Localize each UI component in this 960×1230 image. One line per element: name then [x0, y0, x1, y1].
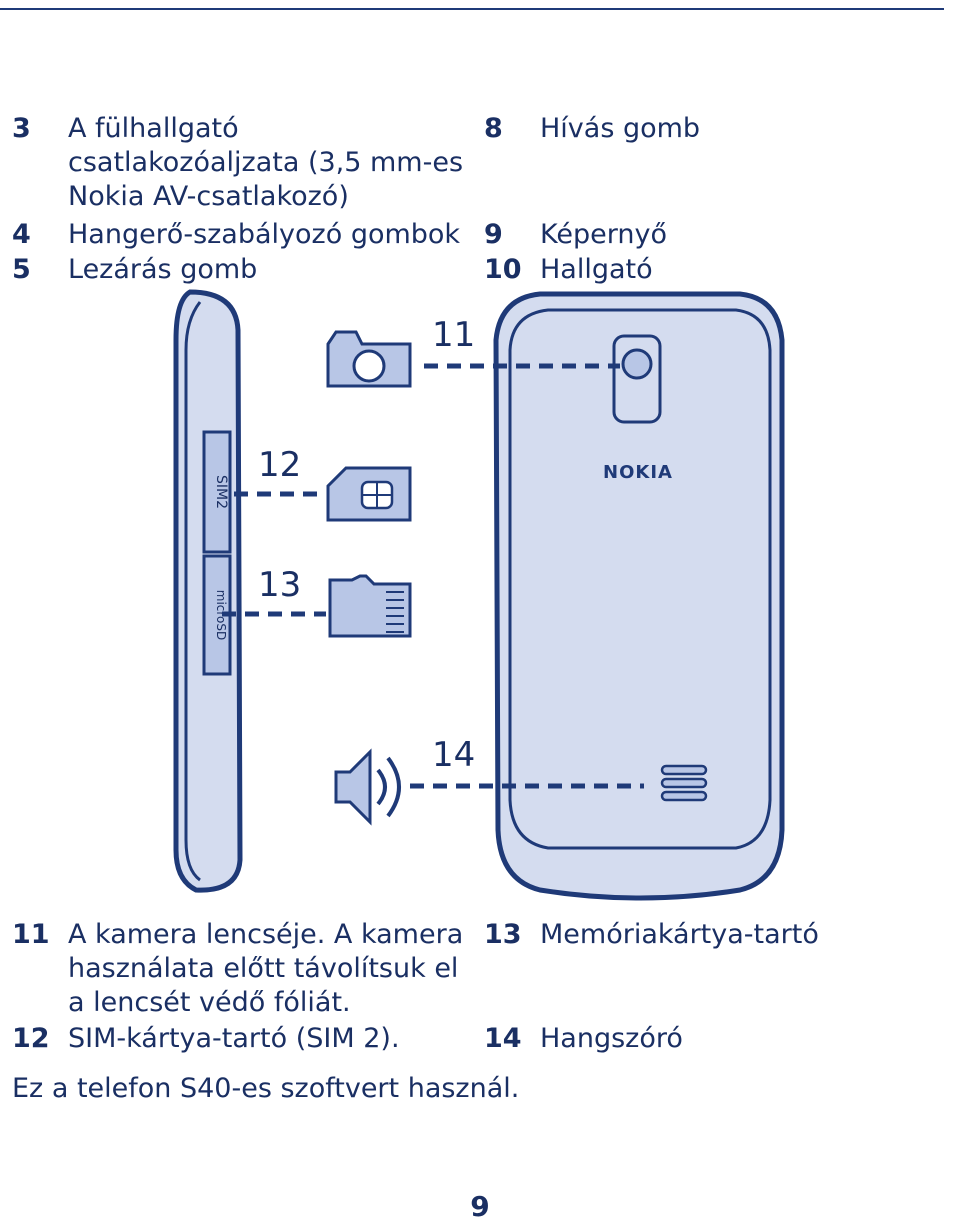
- legend-number: 5: [12, 254, 31, 285]
- legend-item-8: 8 Hívás gomb: [484, 112, 700, 146]
- legend-text: Hangszóró: [540, 1023, 683, 1054]
- legend-text: SIM-kártya-tartó (SIM 2).: [68, 1023, 400, 1054]
- callout-13: 13: [258, 565, 301, 605]
- legend-item-3: 3 A fülhallgató csatlakozóaljzata (3,5 m…: [12, 112, 463, 214]
- legend-text: Hívás gomb: [540, 113, 701, 144]
- legend-text: Lezárás gomb: [68, 254, 258, 285]
- camera-lens-icon: [621, 348, 653, 380]
- legend-number: 4: [12, 219, 31, 250]
- legend-number: 8: [484, 113, 503, 144]
- legend-item-4: 4 Hangerő-szabályozó gombok: [12, 218, 460, 252]
- loudspeaker-icon: [334, 748, 401, 826]
- legend-item-14: 14 Hangszóró: [484, 1022, 683, 1056]
- legend-text: Memóriakártya-tartó: [540, 919, 819, 950]
- legend-item-12: 12 SIM-kártya-tartó (SIM 2).: [12, 1022, 400, 1056]
- camera-icon: [326, 330, 412, 388]
- legend-number: 10: [484, 254, 522, 285]
- microsd-slot-label: microSD: [214, 590, 228, 641]
- legend-item-10: 10 Hallgató: [484, 253, 653, 287]
- legend-item-5: 5 Lezárás gomb: [12, 253, 257, 287]
- microsd-slot: [202, 554, 232, 676]
- callout-14: 14: [432, 735, 475, 775]
- phone-side-view: SIM2 microSD: [173, 289, 243, 893]
- legend-number: 12: [12, 1023, 50, 1054]
- legend-number: 9: [484, 219, 503, 250]
- callout-12: 12: [258, 445, 301, 485]
- legend-number: 3: [12, 113, 31, 144]
- sim-slot-label: SIM2: [213, 475, 229, 509]
- software-note: Ez a telefon S40-es szoftvert használ.: [12, 1073, 520, 1104]
- phone-back-view: NOKIA: [493, 291, 785, 901]
- legend-item-9: 9 Képernyő: [484, 218, 667, 252]
- legend-text: Hallgató: [540, 254, 653, 285]
- legend-text: Hangerő-szabályozó gombok: [68, 219, 461, 250]
- sim-slot: [202, 430, 232, 554]
- legend-text: A kamera lencséje. A kamera használata e…: [68, 919, 464, 1018]
- legend-text: A fülhallgató csatlakozóaljzata (3,5 mm-…: [68, 113, 464, 212]
- brand-logo: NOKIA: [603, 462, 673, 483]
- legend-number: 13: [484, 919, 522, 950]
- legend-number: 11: [12, 919, 50, 950]
- page-number: 9: [470, 1190, 490, 1223]
- memory-card-icon: [328, 574, 412, 638]
- callout-11: 11: [432, 315, 475, 355]
- legend-text: Képernyő: [540, 219, 667, 250]
- legend-item-11: 11 A kamera lencséje. A kamera használat…: [12, 918, 463, 1020]
- legend-item-13: 13 Memóriakártya-tartó: [484, 918, 819, 952]
- legend-number: 14: [484, 1023, 522, 1054]
- speaker-grille-icon: [660, 764, 708, 802]
- top-rule: [0, 8, 944, 10]
- sim-card-icon: [326, 466, 412, 522]
